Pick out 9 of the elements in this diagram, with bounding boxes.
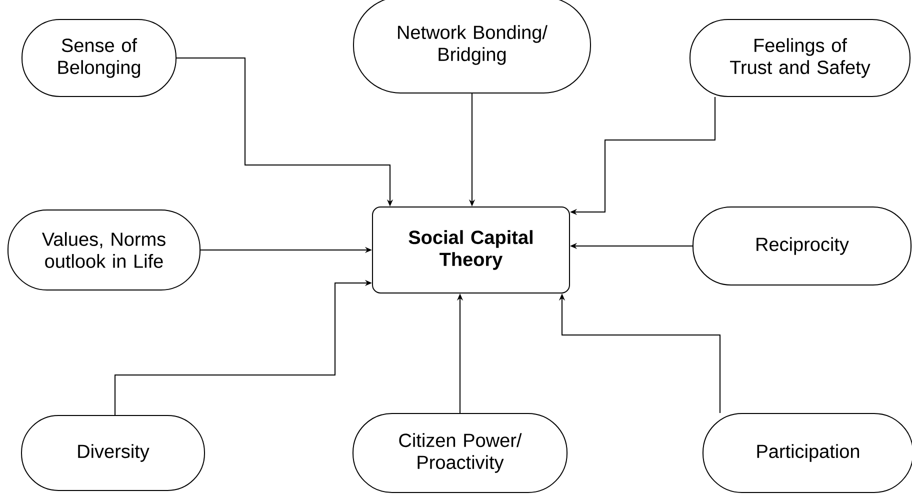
- factor-box: Feelings of Trust and Safety: [690, 19, 910, 97]
- factor-box: Citizen Power/ Proactivity: [352, 413, 568, 493]
- factor-box: Network Bonding/ Bridging: [353, 0, 591, 94]
- theory-box: Social Capital Theory: [372, 206, 570, 294]
- factor-box: Values, Norms outlook in Life: [8, 210, 200, 290]
- factor-box: Reciprocity: [692, 206, 912, 286]
- factor-box: Participation: [702, 413, 912, 493]
- factor-box: Sense of Belonging: [22, 19, 176, 97]
- factor-box: Diversity: [21, 415, 205, 491]
